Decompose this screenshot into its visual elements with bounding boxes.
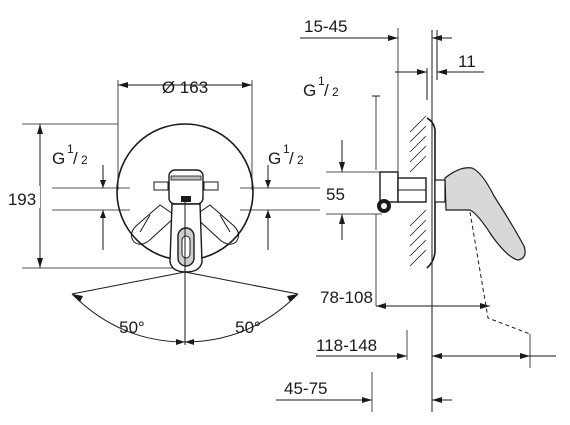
- install-depth-dimension: 45-75: [276, 372, 452, 412]
- left-thread-den: 2: [81, 153, 88, 167]
- plate-thickness-label: 11: [458, 52, 476, 71]
- reach-2-label: 118-148: [316, 336, 377, 355]
- install-depth-label: 45-75: [284, 379, 327, 398]
- side-thread-num: 1: [318, 74, 325, 88]
- right-thread-den: 2: [297, 153, 304, 167]
- reach-2-dimension: 118-148: [316, 330, 556, 368]
- angle-right-label: 50°: [235, 318, 261, 337]
- lever-ghost-right: [193, 204, 240, 245]
- side-view: 15-45 11 G 1 / 2 55: [276, 17, 556, 412]
- right-thread-num: 1: [283, 142, 290, 156]
- lever-side-profile: [444, 167, 526, 261]
- depth-range-label: 15-45: [304, 17, 347, 36]
- left-thread-g: G: [52, 149, 65, 168]
- svg-text:/: /: [289, 149, 294, 168]
- reach-1-dimension: 78-108: [320, 214, 490, 309]
- angle-left-label: 50°: [119, 318, 145, 337]
- spacing-label: 55: [326, 185, 345, 204]
- diameter-label: Ø 163: [162, 78, 208, 97]
- svg-text:/: /: [73, 149, 78, 168]
- spacing-dimension: 55: [326, 140, 382, 240]
- left-thread-callout: G 1 / 2: [52, 142, 130, 250]
- plate-thickness-dimension: 11: [395, 52, 484, 75]
- angle-dimension: 50° 50°: [71, 271, 299, 345]
- lever-ghost-left: [130, 204, 177, 245]
- front-view: Ø 163 193 G 1 / 2: [4, 78, 320, 345]
- svg-text:/: /: [324, 81, 329, 100]
- side-thread-den: 2: [332, 85, 339, 99]
- diameter-dimension: Ø 163: [117, 78, 253, 190]
- wall-plate-profile: [426, 117, 436, 269]
- lever-travel-line: [469, 211, 531, 335]
- side-thread-callout: G 1 / 2: [303, 74, 380, 170]
- right-thread-callout: G 1 / 2: [240, 142, 320, 250]
- height-label: 193: [8, 190, 36, 209]
- side-thread-g: G: [303, 81, 316, 100]
- right-thread-g: G: [268, 149, 281, 168]
- depth-range-dimension: 15-45: [300, 17, 452, 175]
- wall-hatch: [409, 115, 427, 267]
- height-dimension: 193: [4, 123, 175, 269]
- reach-1-label: 78-108: [320, 288, 373, 307]
- left-thread-num: 1: [67, 142, 74, 156]
